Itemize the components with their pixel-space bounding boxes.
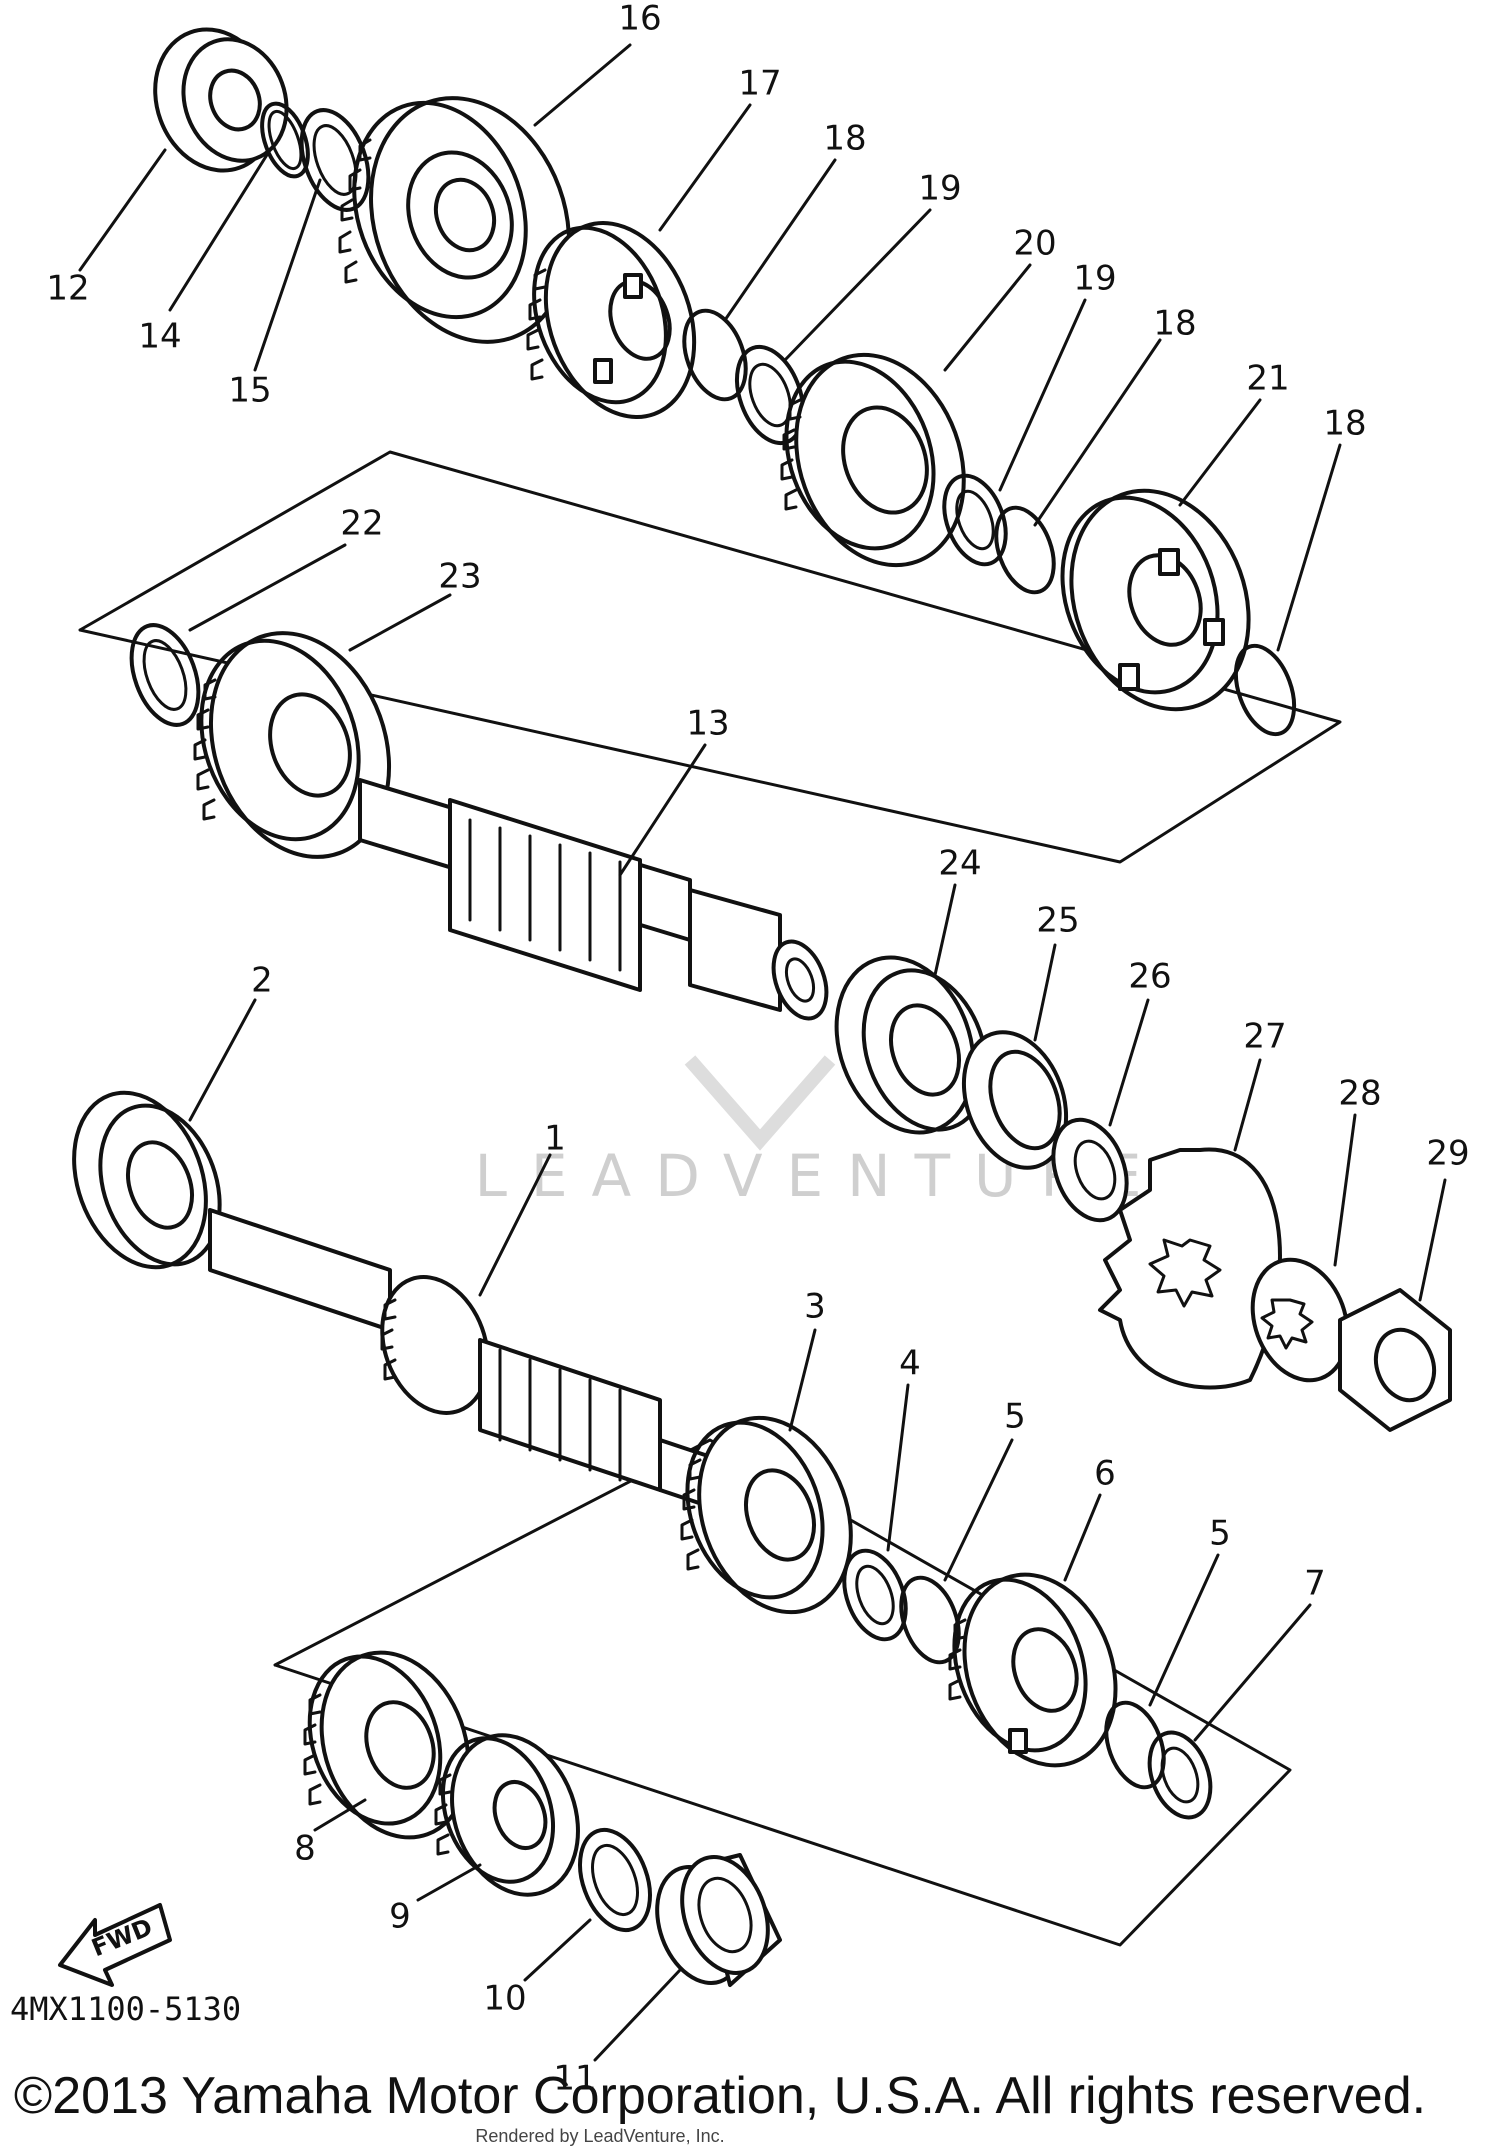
part-17-gear (526, 221, 697, 419)
fwd-arrow-icon: FWD (58, 1903, 172, 1987)
callout-14: 14 (138, 317, 181, 357)
callout-29: 29 (1426, 1134, 1469, 1174)
callout-13: 13 (686, 704, 729, 744)
callout-19: 19 (918, 169, 961, 209)
callout-labels: 16 17 18 19 20 19 18 21 18 12 14 15 22 2… (46, 0, 1469, 2099)
callout-4: 4 (899, 1344, 921, 1384)
callout-24: 24 (938, 844, 981, 884)
callout-25: 25 (1036, 901, 1079, 941)
callout-10: 10 (483, 1979, 526, 2019)
part-11-needle-bearing (655, 1853, 782, 1987)
part-29-nut (1338, 1288, 1452, 1432)
callout-16: 16 (618, 0, 661, 39)
part-13-shaft (358, 778, 829, 1021)
callout-2: 2 (251, 961, 273, 1001)
part-21-gear (1060, 488, 1251, 712)
part-28-lock-washer (1250, 1257, 1350, 1383)
callout-1: 1 (544, 1119, 566, 1159)
watermark-logo (684, 1055, 836, 1151)
rendered-by-credit: Rendered by LeadVenture, Inc. (475, 2126, 725, 2146)
upper-group-outline (78, 450, 1342, 864)
callout-21: 21 (1246, 359, 1289, 399)
leader-lines (78, 43, 1447, 2062)
part-6-gear (948, 1572, 1118, 1768)
part-2-bearing (72, 1090, 222, 1270)
part-18-circlip-b (994, 505, 1056, 595)
part-12-bearing (153, 27, 289, 173)
callout-17: 17 (738, 64, 781, 104)
part-19-splined-washer-b (942, 473, 1008, 567)
part-10-washer (578, 1827, 652, 1933)
callout-9: 9 (389, 1897, 411, 1937)
callout-28: 28 (1338, 1074, 1381, 1114)
part-9-gear (434, 1733, 580, 1897)
callout-5: 5 (1209, 1514, 1231, 1554)
lower-group-outline (273, 1438, 1292, 1947)
part-18-circlip-a (682, 308, 748, 402)
part-25-oil-seal (961, 1030, 1069, 1170)
part-4-washer (842, 1548, 908, 1642)
part-22-washer (129, 623, 201, 727)
callout-18: 18 (1153, 304, 1196, 344)
part-26-collar (1051, 1117, 1129, 1223)
callout-5: 5 (1004, 1397, 1026, 1437)
callout-3: 3 (804, 1287, 826, 1327)
part-3-gear (680, 1415, 853, 1615)
callout-27: 27 (1243, 1017, 1286, 1057)
callout-22: 22 (340, 504, 383, 544)
callout-8: 8 (294, 1829, 316, 1869)
part-23-gear (193, 631, 392, 859)
callout-20: 20 (1013, 224, 1056, 264)
callout-7: 7 (1304, 1564, 1326, 1604)
diagram-reference-code: 4MX1100-5130 (10, 1990, 242, 2028)
part-5-circlip-a (899, 1575, 961, 1665)
part-8-gear (303, 1650, 471, 1840)
part-7-splined-washer (1147, 1730, 1213, 1820)
part-24-bearing (834, 955, 989, 1135)
part-27-drive-sprocket (1098, 1147, 1282, 1390)
callout-26: 26 (1128, 957, 1171, 997)
callout-18: 18 (1323, 404, 1366, 444)
part-16-gear (338, 96, 571, 344)
copyright-notice: ©2013 Yamaha Motor Corporation, U.S.A. A… (13, 2067, 1427, 2125)
callout-19: 19 (1073, 259, 1116, 299)
callout-12: 12 (46, 269, 89, 309)
callout-11: 11 (553, 2059, 596, 2099)
callout-15: 15 (228, 371, 271, 411)
part-20-gear (780, 352, 966, 568)
callout-18: 18 (823, 119, 866, 159)
part-18-circlip-c (1233, 643, 1297, 737)
callout-23: 23 (438, 557, 481, 597)
part-1-main-axle (208, 1208, 722, 1512)
callout-6: 6 (1094, 1454, 1116, 1494)
